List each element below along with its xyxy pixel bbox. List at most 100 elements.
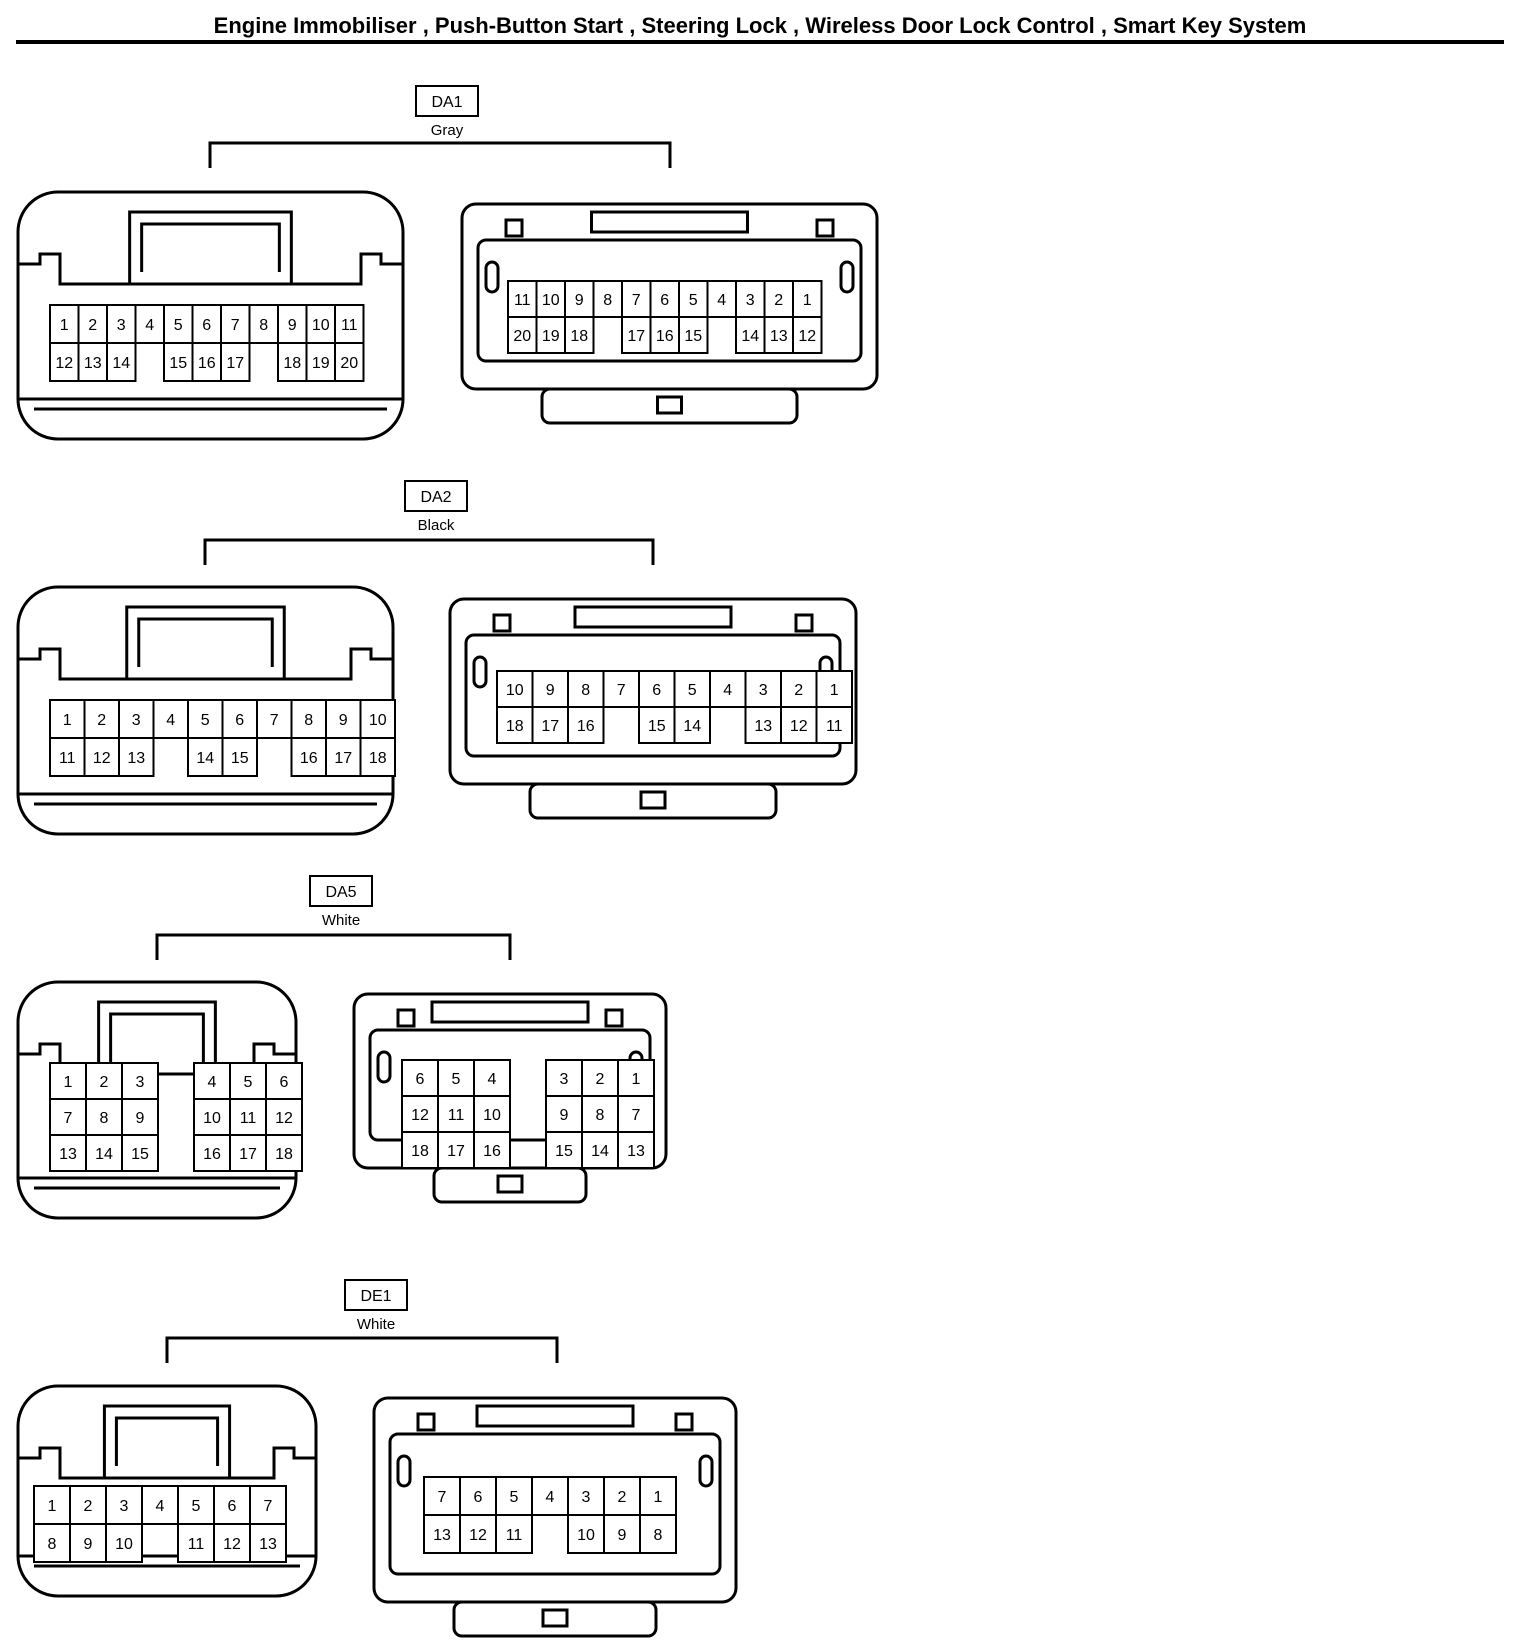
pin-cell [359, 737, 396, 777]
pin-number: 14 [112, 355, 130, 372]
pin-number: 18 [275, 1146, 293, 1163]
pin-number: 19 [542, 328, 560, 345]
pin-number: 9 [546, 682, 555, 699]
top-slot [475, 1404, 635, 1428]
pin-number: 17 [541, 718, 559, 735]
pair-bracket [155, 933, 512, 960]
pin-cell [602, 670, 640, 708]
housing-outline [16, 1384, 318, 1598]
latch-frame [97, 1000, 217, 1074]
pin-cell [193, 1098, 231, 1136]
pin-cell [638, 706, 676, 744]
pin-cell [531, 1476, 569, 1516]
pin-cell [581, 1131, 619, 1169]
pin-number: 5 [510, 1489, 519, 1506]
inner-frame [388, 1432, 722, 1576]
pin-number: 8 [48, 1536, 57, 1553]
side-window [839, 260, 855, 294]
pin-cell [106, 342, 137, 382]
pin-number: 14 [741, 328, 759, 345]
side-window [472, 655, 488, 689]
pin-cell [763, 316, 794, 354]
pin-cell [49, 699, 86, 739]
pin-number: 5 [244, 1074, 253, 1091]
pin-cell [325, 737, 362, 777]
pin-number: 5 [689, 292, 698, 309]
pin-cell [545, 1131, 583, 1169]
pin-cell [815, 706, 853, 744]
latch-tab [396, 1008, 416, 1028]
pin-number: 14 [683, 718, 701, 735]
pin-cell [134, 304, 165, 344]
pin-cell [621, 280, 652, 318]
pin-number: 19 [312, 355, 330, 372]
pin-number: 9 [136, 1110, 145, 1127]
pin-number: 15 [131, 1146, 149, 1163]
pin-cell [265, 1134, 303, 1172]
side-window [484, 260, 500, 294]
pin-cell [507, 280, 538, 318]
pin-number: 2 [794, 682, 803, 699]
pin-number: 7 [617, 682, 626, 699]
pin-number: 12 [790, 718, 808, 735]
pin-number: 16 [300, 750, 318, 767]
pin-cell [118, 699, 155, 739]
pin-cell [277, 304, 308, 344]
pin-number: 15 [555, 1143, 573, 1160]
connector-id-box [415, 85, 479, 117]
pin-cell [401, 1131, 439, 1169]
pin-number: 3 [132, 712, 141, 729]
pin-cell [496, 670, 534, 708]
pin-cell [792, 316, 823, 354]
pin-cell [423, 1514, 461, 1554]
pin-number: 3 [120, 1498, 129, 1515]
pin-cell [121, 1134, 159, 1172]
pin-cell [535, 280, 566, 318]
pin-number: 6 [416, 1071, 425, 1088]
pin-number: 16 [483, 1143, 501, 1160]
pin-cell [265, 1062, 303, 1100]
pin-number: 6 [474, 1489, 483, 1506]
pair-bracket [165, 1336, 559, 1363]
pin-number: 18 [283, 355, 301, 372]
pin-number: 7 [438, 1489, 447, 1506]
pin-number: 15 [231, 750, 249, 767]
pin-number: 4 [546, 1489, 555, 1506]
pin-number: 2 [97, 712, 106, 729]
side-window [698, 1454, 714, 1488]
pin-number: 1 [64, 1074, 73, 1091]
top-slot [430, 1000, 590, 1024]
pin-number: 20 [340, 355, 358, 372]
pin-cell [567, 670, 605, 708]
pin-number: 16 [203, 1146, 221, 1163]
pin-number: 15 [684, 328, 702, 345]
pin-number: 1 [654, 1489, 663, 1506]
latch-frame [102, 1404, 232, 1478]
pin-cell [495, 1514, 533, 1554]
pin-number: 6 [202, 317, 211, 334]
pin-number: 4 [717, 292, 726, 309]
latch-inner [140, 222, 281, 272]
pin-number: 11 [341, 317, 358, 334]
pin-number: 2 [88, 317, 97, 334]
bottom-skirt [528, 782, 778, 820]
latch-tab [504, 218, 524, 238]
pin-number: 11 [826, 718, 843, 735]
pin-number: 12 [223, 1536, 241, 1553]
lock-tab [639, 790, 667, 810]
pin-number: 18 [570, 328, 588, 345]
pin-number: 12 [469, 1527, 487, 1544]
pin-cell [85, 1062, 123, 1100]
pin-number: 10 [312, 317, 330, 334]
side-window [396, 1454, 412, 1488]
pin-cell [473, 1131, 511, 1169]
pin-number: 9 [560, 1107, 569, 1124]
pin-cell [459, 1514, 497, 1554]
pin-cell [290, 699, 327, 739]
lock-tab [541, 1608, 569, 1628]
